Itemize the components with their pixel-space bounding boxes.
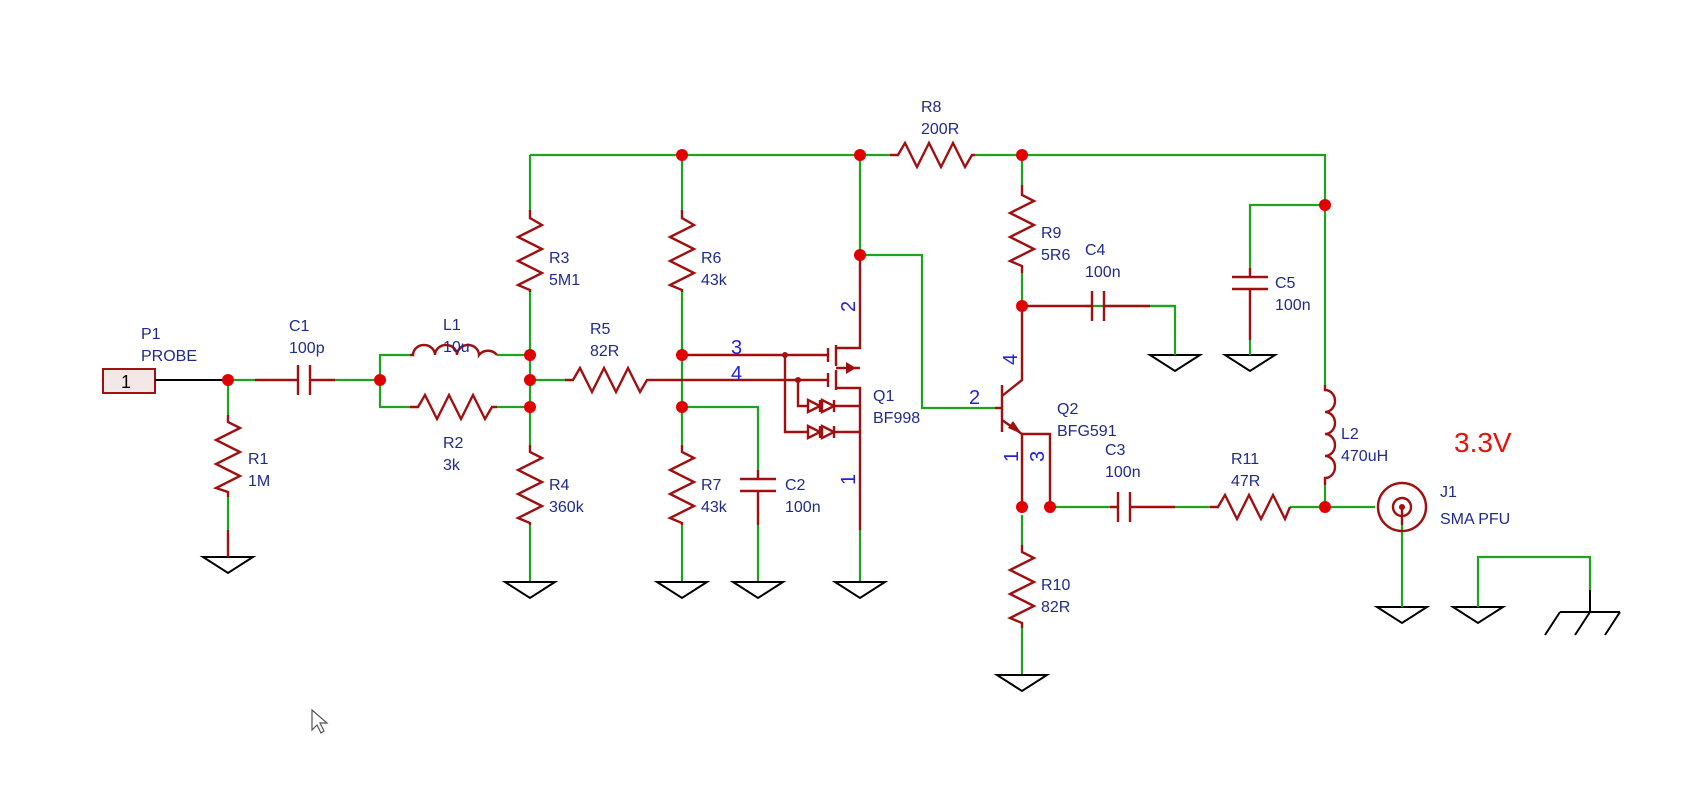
q2-pin-1: 1 (1001, 451, 1023, 462)
capacitor-c3[interactable] (1110, 492, 1175, 522)
r8-value-label: 200R (921, 121, 959, 138)
chassis-ground-icon (1544, 590, 1621, 636)
r10-ref-label: R10 (1041, 577, 1070, 594)
capacitor-c2[interactable] (740, 470, 776, 525)
mosfet-q1[interactable] (682, 285, 862, 530)
j1-value-label: SMA PFU (1440, 511, 1510, 528)
r11-ref-label: R11 (1231, 451, 1259, 468)
q1-pin-3: 3 (731, 337, 742, 359)
p1-value-label: PROBE (141, 348, 197, 365)
l2-value-label: 470uH (1341, 448, 1388, 465)
r3-ref-label: R3 (549, 250, 570, 267)
p1-ref-label: P1 (141, 326, 161, 343)
c5-value-label: 100n (1275, 297, 1311, 314)
supply-voltage-label: 3.3V (1454, 427, 1512, 458)
r2-value-label: 3k (443, 457, 461, 474)
resistor-r8[interactable] (890, 140, 975, 170)
q1-pin-1: 1 (838, 474, 860, 485)
c2-ref-label: C2 (785, 477, 806, 494)
q2-ref-label: Q2 (1057, 401, 1078, 418)
r4-value-label: 360k (549, 499, 585, 516)
r5-ref-label: R5 (590, 321, 611, 338)
q2-pin-3: 3 (1027, 451, 1049, 462)
c1-ref-label: C1 (289, 318, 310, 335)
l1-value-label: 10u (443, 339, 470, 356)
r6-value-label: 43k (701, 272, 728, 289)
resistor-r2[interactable] (410, 392, 497, 422)
r6-ref-label: R6 (701, 250, 722, 267)
ground-stub-wires (226, 340, 1480, 607)
resistor-r11[interactable] (1210, 492, 1292, 522)
l1-ref-label: L1 (443, 317, 461, 334)
c3-value-label: 100n (1105, 464, 1141, 481)
resistor-r9[interactable] (1007, 185, 1037, 273)
c4-value-label: 100n (1085, 264, 1121, 281)
q1-value-label: BF998 (873, 410, 920, 427)
inductor-l1[interactable] (410, 343, 498, 359)
capacitor-c5[interactable] (1232, 268, 1268, 340)
resistor-r6[interactable] (667, 210, 697, 292)
q2-value-label: BFG591 (1057, 423, 1117, 440)
resistor-r5[interactable] (565, 365, 682, 395)
j1-ref-label: J1 (1440, 484, 1457, 501)
resistor-r1[interactable] (212, 415, 243, 497)
resistor-r10[interactable] (1007, 545, 1037, 628)
q1-pin-4: 4 (731, 363, 742, 385)
r7-ref-label: R7 (701, 477, 722, 494)
resistor-r7[interactable] (667, 445, 697, 525)
q1-pin-2: 2 (838, 301, 860, 312)
resistor-r4[interactable] (515, 445, 545, 525)
r9-ref-label: R9 (1041, 225, 1062, 242)
transistor-q2[interactable] (995, 306, 1052, 507)
c5-ref-label: C5 (1275, 275, 1296, 292)
q2-pin-2: 2 (969, 387, 980, 409)
r10-value-label: 82R (1041, 599, 1070, 616)
inductor-l2[interactable] (1323, 385, 1337, 485)
wires (226, 153, 1592, 675)
r3-value-label: 5M1 (549, 272, 580, 289)
r1-ref-label: R1 (248, 451, 269, 468)
r2-ref-label: R2 (443, 435, 464, 452)
l2-ref-label: L2 (1341, 426, 1359, 443)
r9-value-label: 5R6 (1041, 247, 1070, 264)
r5-value-label: 82R (590, 343, 619, 360)
sma-connector-j1[interactable] (1376, 481, 1428, 533)
c3-ref-label: C3 (1105, 442, 1126, 459)
c4-ref-label: C4 (1085, 242, 1106, 259)
capacitor-c4[interactable] (1022, 291, 1150, 321)
resistor-r3[interactable] (515, 210, 545, 292)
junction-dots (222, 149, 1331, 513)
capacitor-c1[interactable] (255, 365, 335, 395)
q2-pin-4: 4 (1000, 354, 1022, 365)
c1-value-label: 100p (289, 340, 325, 357)
c2-value-label: 100n (785, 499, 821, 516)
mouse-pointer-icon (311, 708, 329, 734)
p1-pin-number: 1 (121, 372, 131, 392)
r4-ref-label: R4 (549, 477, 570, 494)
r1-value-label: 1M (248, 473, 270, 490)
r7-value-label: 43k (701, 499, 728, 516)
r8-ref-label: R8 (921, 99, 942, 116)
r11-value-label: 47R (1231, 473, 1260, 490)
probe-connector-p1[interactable]: 1 (102, 368, 228, 394)
q1-ref-label: Q1 (873, 388, 894, 405)
